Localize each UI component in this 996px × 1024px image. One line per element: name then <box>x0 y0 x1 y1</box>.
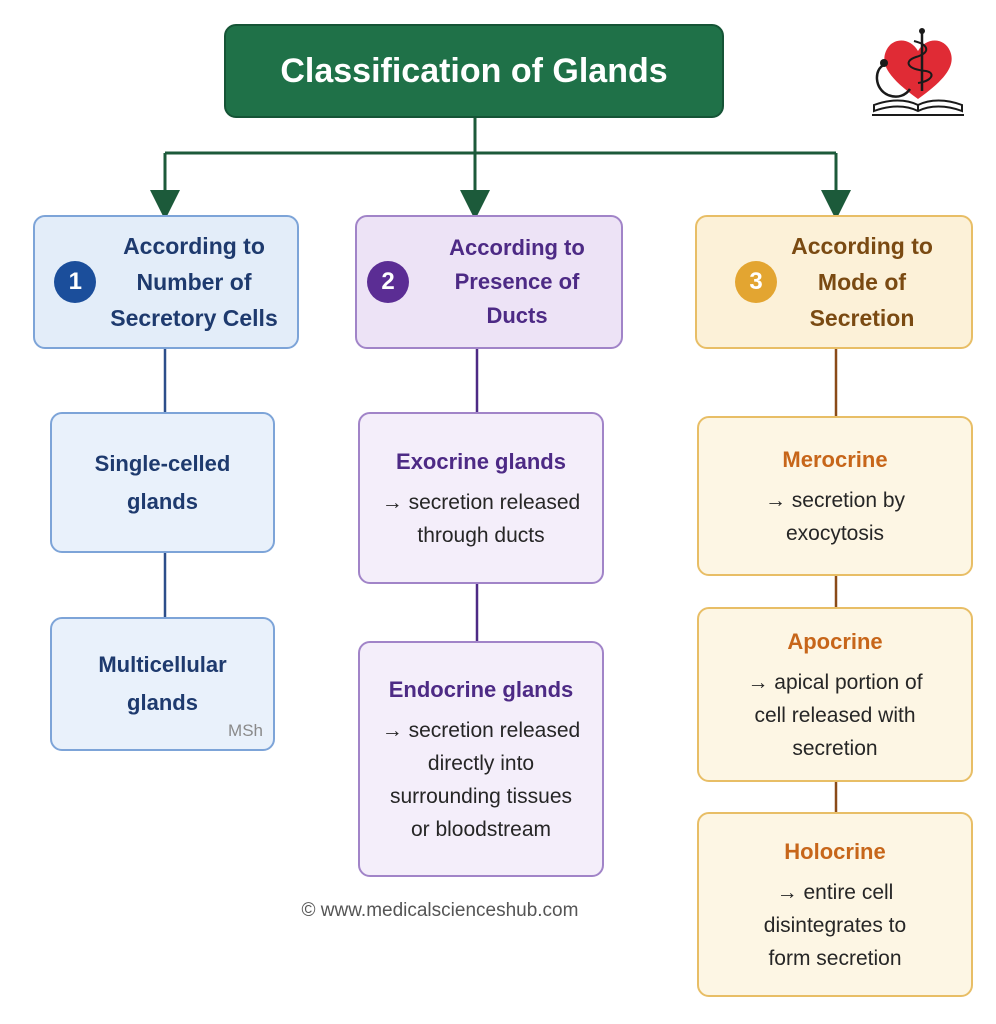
node-title: Apocrine <box>787 629 883 654</box>
watermark-msh: MSh <box>228 721 263 740</box>
diagram-title: Classification of Glands <box>224 24 724 118</box>
node-multicellular-glands: Multicellular glands MSh <box>50 617 275 751</box>
node-holocrine: Holocrine → entire cell disintegrates to… <box>697 812 973 997</box>
node-description: → secretion released directly into surro… <box>381 719 581 841</box>
node-description: → secretion by exocytosis <box>764 489 906 545</box>
node-description: → apical portion of cell released with s… <box>747 671 923 760</box>
node-title: Endocrine glands <box>388 677 574 702</box>
node-title: Multicellular glands <box>98 652 227 715</box>
category-label: According to Presence of Ducts <box>449 235 585 328</box>
node-description: → secretion released through ducts <box>381 491 581 547</box>
node-title: Holocrine <box>784 839 886 864</box>
node-description: → entire cell disintegrates to form secr… <box>763 881 907 970</box>
category-presence-of-ducts: 2 According to Presence of Ducts <box>355 215 623 349</box>
category-number-badge: 2 <box>367 261 409 303</box>
node-exocrine-glands: Exocrine glands → secretion released thr… <box>358 412 604 584</box>
category-number-badge: 3 <box>735 261 778 303</box>
category-number-badge: 1 <box>54 261 97 303</box>
node-title: Merocrine <box>782 447 888 472</box>
heart-stethoscope-book-logo-icon <box>872 28 964 116</box>
category-number-of-cells: 1 According to Number of Secretory Cells <box>33 215 299 349</box>
copyright-text: © www.medicalscienceshub.com <box>301 900 579 921</box>
node-endocrine-glands: Endocrine glands → secretion released di… <box>358 641 604 877</box>
title-branch-arrows <box>150 118 851 220</box>
node-title: Single-celled glands <box>94 450 231 514</box>
category-label: According to Number of Secretory Cells <box>110 233 278 331</box>
node-apocrine: Apocrine → apical portion of cell releas… <box>697 607 973 782</box>
node-single-celled-glands: Single-celled glands <box>50 412 275 553</box>
category-mode-of-secretion: 3 According to Mode of Secretion <box>695 215 973 349</box>
category-label: According to Mode of Secretion <box>791 233 933 331</box>
node-merocrine: Merocrine → secretion by exocytosis <box>697 416 973 576</box>
node-title: Exocrine glands <box>396 449 566 474</box>
